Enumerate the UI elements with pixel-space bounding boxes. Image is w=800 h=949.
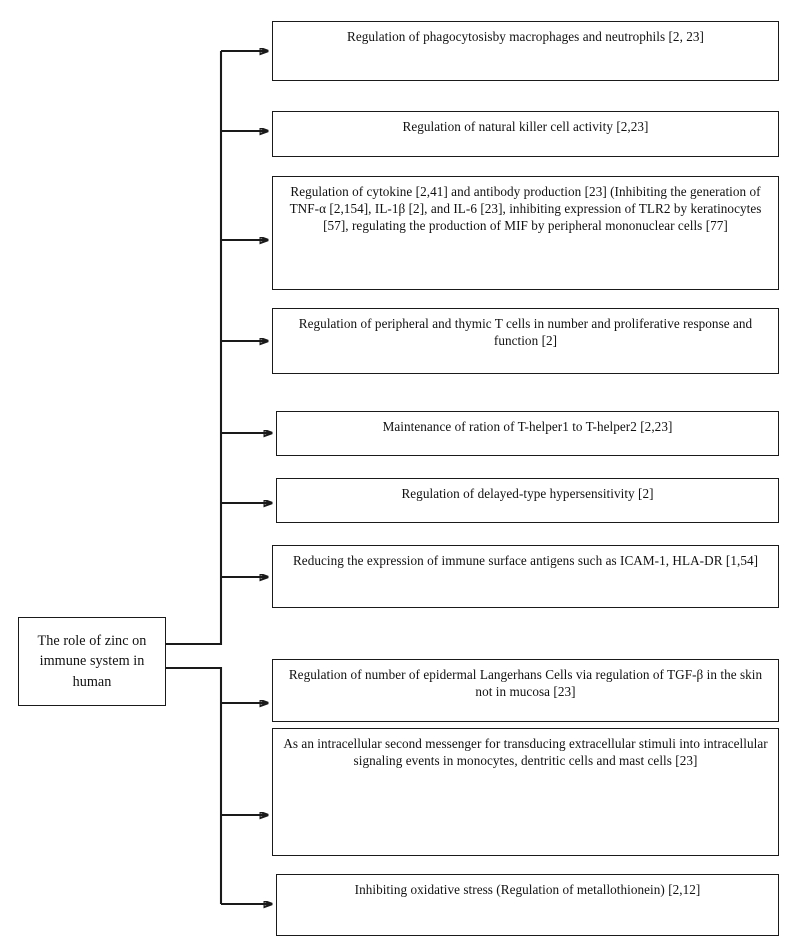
branch-node-2-label: Regulation of natural killer cell activi… — [402, 119, 649, 134]
branch-node-9-label: As an intracellular second messenger for… — [283, 736, 768, 769]
branch-node-7-label: Reducing the expression of immune surfac… — [292, 553, 759, 568]
branch-node-1-label: Regulation of phagocytosisby macrophages… — [347, 29, 704, 44]
lower-trunk — [166, 666, 223, 904]
upper-trunk — [166, 51, 223, 646]
branch-node-4[interactable]: Regulation of peripheral and thymic T ce… — [272, 308, 779, 374]
branch-node-5[interactable]: Maintenance of ration of T-helper1 to T-… — [276, 411, 779, 456]
branch-node-7[interactable]: Reducing the expression of immune surfac… — [272, 545, 779, 608]
branch-node-8-label: Regulation of number of epidermal Langer… — [288, 667, 763, 700]
root-node[interactable]: The role of zinc on immune system in hum… — [18, 617, 166, 706]
branch-node-10-label: Inhibiting oxidative stress (Regulation … — [354, 882, 701, 897]
root-node-label: The role of zinc on immune system in hum… — [37, 632, 147, 690]
branch-node-1[interactable]: Regulation of phagocytosisby macrophages… — [272, 21, 779, 81]
branch-node-4-label: Regulation of peripheral and thymic T ce… — [298, 316, 753, 349]
branch-node-8[interactable]: Regulation of number of epidermal Langer… — [272, 659, 779, 722]
branch-node-3[interactable]: Regulation of cytokine [2,41] and antibo… — [272, 176, 779, 290]
branch-node-9[interactable]: As an intracellular second messenger for… — [272, 728, 779, 856]
branch-node-3-label: Regulation of cytokine [2,41] and antibo… — [289, 184, 762, 234]
branch-node-6-label: Regulation of delayed-type hypersensitiv… — [401, 486, 654, 501]
branch-node-10[interactable]: Inhibiting oxidative stress (Regulation … — [276, 874, 779, 936]
branch-node-6[interactable]: Regulation of delayed-type hypersensitiv… — [276, 478, 779, 523]
branch-node-2[interactable]: Regulation of natural killer cell activi… — [272, 111, 779, 157]
branch-node-5-label: Maintenance of ration of T-helper1 to T-… — [382, 419, 673, 434]
